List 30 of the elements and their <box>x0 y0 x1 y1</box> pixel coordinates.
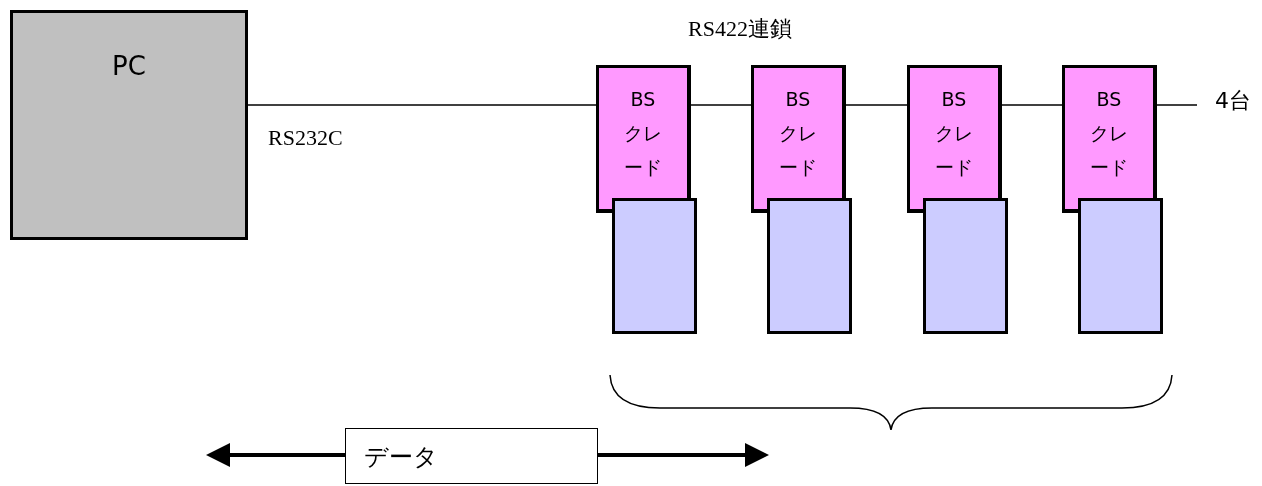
cradle-box <box>751 65 846 213</box>
text-label: RS422連鎖 <box>688 15 792 43</box>
node-title: BS <box>629 87 657 112</box>
terminal-box <box>1078 198 1163 334</box>
connector-line <box>247 104 597 106</box>
cradle-box <box>907 65 1002 213</box>
data-box <box>345 428 598 484</box>
connector-line <box>1156 104 1198 106</box>
node-title: BS <box>1095 87 1123 112</box>
node-text: クレード <box>934 121 974 180</box>
edge-label: RS232C <box>268 125 343 151</box>
node-title: データ <box>364 442 438 473</box>
connector-line <box>1001 104 1063 106</box>
node-text: クレード <box>623 121 663 180</box>
terminal-box <box>612 198 697 334</box>
connector-line <box>845 104 908 106</box>
terminal-box <box>923 198 1008 334</box>
node-title: BS <box>784 87 812 112</box>
connector-line <box>690 104 752 106</box>
cradle-box <box>1062 65 1157 213</box>
arrow <box>206 443 345 467</box>
node-text: クレード <box>1089 121 1129 180</box>
text-label: 4台 <box>1215 87 1251 115</box>
arrow <box>598 443 769 467</box>
cradle-box <box>596 65 691 213</box>
terminal-box <box>767 198 852 334</box>
node-text: クレード <box>778 121 818 180</box>
computer-box <box>10 10 248 240</box>
node-title: PC <box>112 51 146 81</box>
node-title: BS <box>940 87 968 112</box>
